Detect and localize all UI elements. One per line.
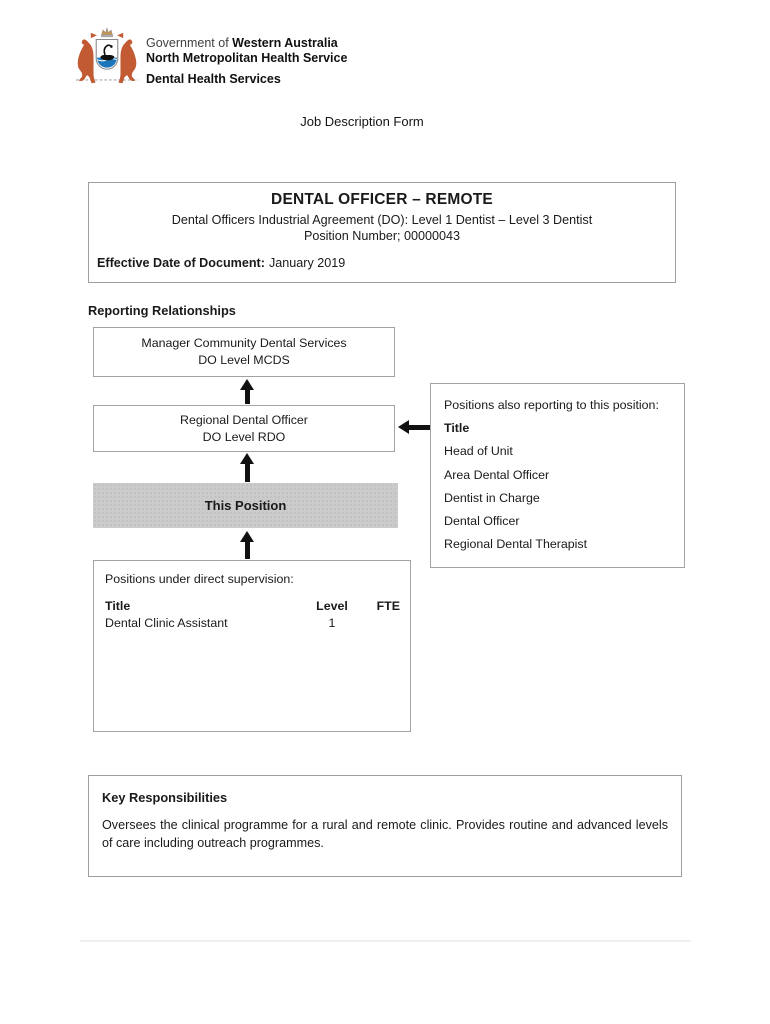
health-service-line: North Metropolitan Health Service xyxy=(146,51,348,65)
positions-under-supervision-box: Positions under direct supervision: Titl… xyxy=(93,560,411,732)
effective-date-value: January 2019 xyxy=(268,256,346,270)
regional-box-line2: DO Level RDO xyxy=(202,430,286,444)
key-responsibilities-box: Key Responsibilities Oversees the clinic… xyxy=(88,775,682,877)
also-reporting-item: Head of Unit xyxy=(444,444,513,459)
agreement-line: Dental Officers Industrial Agreement (DO… xyxy=(171,213,593,227)
position-number: Position Number; 00000043 xyxy=(303,229,461,243)
manager-community-dental-services-box: Manager Community Dental Services DO Lev… xyxy=(93,327,395,377)
this-position-box: This Position xyxy=(93,483,398,528)
arrow-up-icon xyxy=(240,453,254,482)
manager-box-line2: DO Level MCDS xyxy=(198,353,290,367)
regional-box-line1: Regional Dental Officer xyxy=(180,413,308,427)
regional-dental-officer-box: Regional Dental Officer DO Level RDO xyxy=(93,405,395,452)
supervised-position-title: Dental Clinic Assistant xyxy=(105,616,228,630)
position-title: DENTAL OFFICER – REMOTE xyxy=(271,191,493,208)
logo-text-block: Government of Western Australia North Me… xyxy=(146,36,347,87)
manager-box-line1: Manager Community Dental Services xyxy=(141,336,347,350)
supervised-position-level: 1 xyxy=(328,616,336,630)
key-responsibilities-heading: Key Responsibilities xyxy=(102,790,228,805)
kangaroo-left-icon xyxy=(77,39,96,84)
arrow-left-icon xyxy=(398,420,431,434)
arrow-up-icon xyxy=(240,531,254,559)
also-reporting-item: Regional Dental Therapist xyxy=(444,537,588,552)
swan-icon xyxy=(100,54,115,61)
kangaroo-right-icon xyxy=(118,39,137,84)
column-header-title: Title xyxy=(105,599,131,613)
also-reporting-heading: Positions also reporting to this positio… xyxy=(444,398,659,412)
supervision-heading: Positions under direct supervision: xyxy=(105,572,294,586)
table-row: Dental Clinic Assistant 1 xyxy=(105,616,400,630)
key-responsibilities-body: Oversees the clinical programme for a ru… xyxy=(102,818,668,850)
also-reporting-title-label: Title xyxy=(444,421,470,436)
wa-coat-of-arms-logo xyxy=(76,27,138,84)
effective-date-label: Effective Date of Document: xyxy=(97,256,265,270)
also-reporting-item: Dental Officer xyxy=(444,513,520,528)
supervision-table-header: Title Level FTE xyxy=(105,599,400,613)
position-title-box: DENTAL OFFICER – REMOTE Dental Officers … xyxy=(88,182,676,283)
positions-also-reporting-box: Positions also reporting to this positio… xyxy=(430,383,685,568)
supervised-position-fte xyxy=(360,616,400,630)
form-title: Job Description Form xyxy=(300,114,424,129)
dental-health-services-line: Dental Health Services xyxy=(146,72,281,86)
column-header-fte: FTE xyxy=(376,599,400,613)
column-header-level: Level xyxy=(316,599,348,613)
also-reporting-item: Dentist in Charge xyxy=(444,490,540,505)
reporting-relationships-heading: Reporting Relationships xyxy=(88,303,236,318)
government-line: Government of Western Australia xyxy=(146,36,338,50)
effective-date-line: Effective Date of Document:January 2019 xyxy=(89,256,675,270)
also-reporting-item: Area Dental Officer xyxy=(444,467,550,482)
page-divider-line xyxy=(80,940,691,942)
arrow-up-icon xyxy=(240,379,254,404)
